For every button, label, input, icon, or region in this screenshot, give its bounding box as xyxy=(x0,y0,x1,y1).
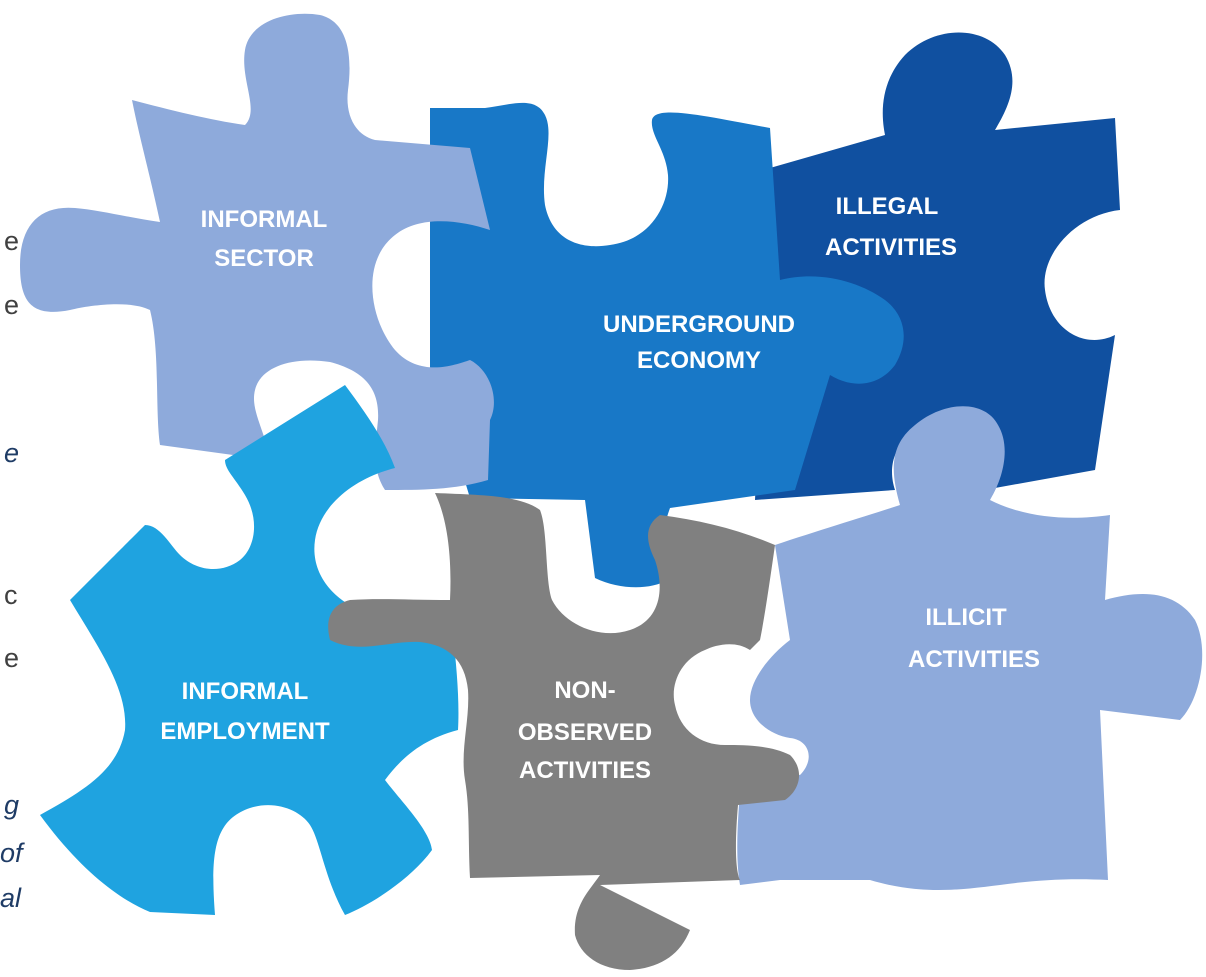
label-line: UNDERGROUND xyxy=(603,311,795,338)
label-line: SECTOR xyxy=(214,245,314,272)
label-line: OBSERVED xyxy=(518,719,652,746)
piece-informal-employment xyxy=(40,385,459,915)
piece-illicit-activities xyxy=(737,406,1203,890)
label-line: ACTIVITIES xyxy=(825,234,957,261)
piece-non-observed-activities xyxy=(328,493,800,970)
margin-fragment-4: c xyxy=(4,580,18,610)
margin-fragment-5: e xyxy=(4,643,20,673)
piece-illegal-activities xyxy=(755,32,1120,500)
label-line: ECONOMY xyxy=(637,347,761,374)
margin-fragment-6: g xyxy=(4,790,20,820)
label-informal-employment: INFORMAL EMPLOYMENT xyxy=(160,678,330,745)
label-line: ACTIVITIES xyxy=(519,757,651,784)
margin-fragment-2: e xyxy=(4,290,20,320)
margin-fragment-8: al xyxy=(0,883,22,913)
label-line: ILLICIT xyxy=(925,604,1007,631)
label-line: INFORMAL xyxy=(201,206,328,233)
label-line: NON- xyxy=(554,677,615,704)
label-line: INFORMAL xyxy=(182,678,309,705)
margin-fragment-3: e xyxy=(4,438,20,468)
margin-fragment-7: of xyxy=(0,838,23,868)
label-line: ILLEGAL xyxy=(836,193,939,220)
label-informal-sector: INFORMAL SECTOR xyxy=(201,206,328,272)
piece-informal-sector xyxy=(20,13,494,491)
label-line: EMPLOYMENT xyxy=(160,718,330,745)
piece-underground-economy xyxy=(430,102,904,588)
margin-fragment-1: e xyxy=(4,226,20,256)
label-illegal-activities: ILLEGAL ACTIVITIES xyxy=(825,193,957,261)
label-line: ACTIVITIES xyxy=(908,646,1040,673)
label-underground-economy: UNDERGROUND ECONOMY xyxy=(603,311,795,374)
label-non-observed-activities: NON- OBSERVED ACTIVITIES xyxy=(518,677,652,784)
label-illicit-activities: ILLICIT ACTIVITIES xyxy=(908,604,1040,673)
